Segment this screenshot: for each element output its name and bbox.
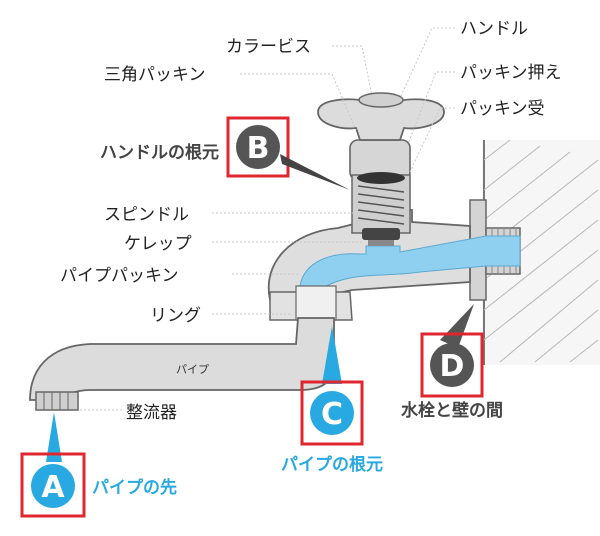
part-labels: カラービス 三角パッキン ハンドル パッキン押え パッキン受 スピンドル ケレッ… [60,19,562,423]
label-triangle-packing: 三角パッキン [104,65,206,85]
marker-a-letter: A [41,470,65,505]
label-aerator: 整流器 [126,403,177,423]
marker-c-letter: C [321,397,343,432]
marker-b: B ハンドルの根元 [100,116,350,190]
label-pipe: パイプ [176,363,209,376]
marker-c: C パイプの根元 [281,326,383,475]
marker-a: A パイプの先 [20,412,177,518]
label-spindle: スピンドル [104,205,189,225]
marker-b-caption: ハンドルの根元 [100,142,219,163]
label-kelep: ケレップ [124,234,192,254]
faucet-body [29,92,521,411]
marker-d-letter: D [440,349,465,384]
leader-lines [78,27,455,411]
marker-b-letter: B [247,131,270,166]
label-ring: リング [150,306,201,326]
marker-a-caption: パイプの先 [92,477,177,498]
marker-d-caption: 水栓と壁の間 [401,400,503,421]
label-handle: ハンドル [460,19,528,39]
label-packing-receiver: パッキン受 [460,99,545,119]
marker-d: D 水栓と壁の間 [401,304,503,421]
label-color-screw: カラービス [226,37,311,57]
label-pipe-packing: パイプパッキン [60,266,179,286]
marker-c-caption: パイプの根元 [281,454,383,475]
label-packing-holder: パッキン押え [460,63,562,83]
